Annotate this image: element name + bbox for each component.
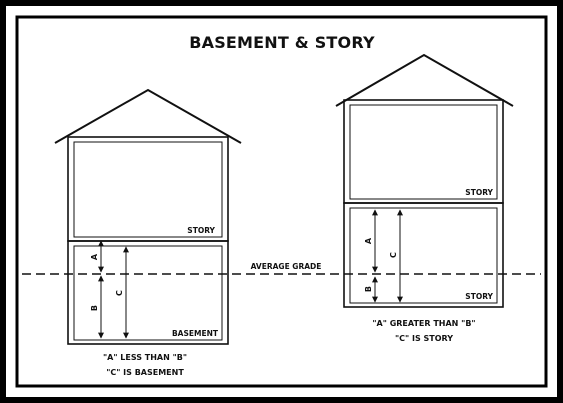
right-house: STORY STORY A B C "A" GREATER THAN "B" "…	[335, 53, 514, 343]
page-title: BASEMENT & STORY	[189, 33, 375, 52]
left-house: STORY BASEMENT A B C "A" LESS THAN "B" "…	[54, 88, 242, 377]
left-dim-a-label: A	[90, 253, 99, 260]
left-story-label: STORY	[187, 226, 215, 235]
left-dim-c-label: C	[115, 290, 124, 296]
right-story-lower-label: STORY	[465, 292, 493, 301]
right-story-inner	[349, 104, 498, 200]
right-dim-c-label: C	[389, 252, 398, 258]
right-caption-line1: "A" GREATER THAN "B"	[372, 319, 475, 328]
right-story-lower-inner	[349, 207, 498, 304]
right-story-lower-outer	[343, 202, 504, 308]
inner-frame	[15, 15, 548, 388]
left-roof	[54, 88, 242, 144]
right-roof	[335, 53, 514, 107]
left-caption-line1: "A" LESS THAN "B"	[103, 353, 187, 362]
right-dim-b-label: B	[364, 286, 373, 292]
left-dim-b-label: B	[90, 305, 99, 311]
right-caption-line2: "C" IS STORY	[395, 334, 453, 343]
left-basement-inner	[73, 245, 223, 341]
right-story-upper-label: STORY	[465, 188, 493, 197]
average-grade-label: AVERAGE GRADE	[251, 262, 322, 271]
left-story-inner	[73, 141, 223, 238]
left-basement-outer	[67, 240, 229, 345]
left-basement-label: BASEMENT	[172, 329, 219, 338]
right-dim-a-label: A	[364, 237, 373, 244]
left-caption-line2: "C" IS BASEMENT	[106, 368, 184, 377]
